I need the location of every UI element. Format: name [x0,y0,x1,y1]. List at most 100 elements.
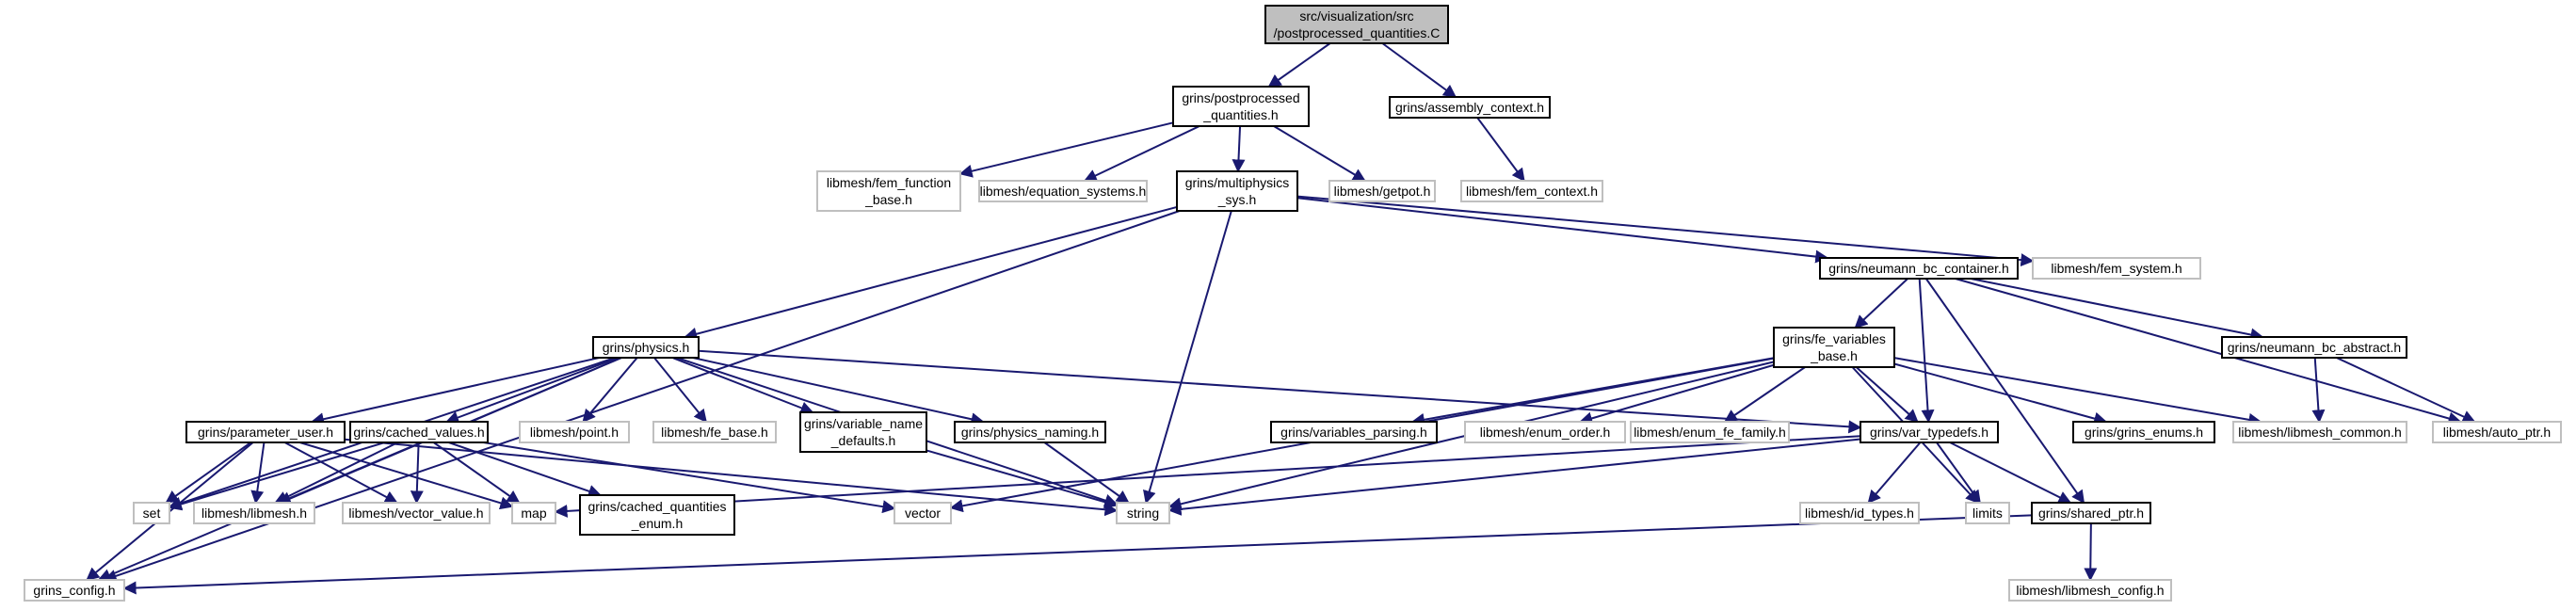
edge-cached_values-to-vector [483,441,896,514]
node-label: libmesh/fe_base.h [661,425,768,440]
node-label: grins/parameter_user.h [198,425,333,440]
node-label: libmesh/id_types.h [1805,506,1914,521]
node-string: string [1116,502,1170,524]
edge-physics-to-parameter_user [311,357,600,426]
edge-fe_variables-to-libmesh_common [1893,357,2262,426]
node-vector: vector [894,502,952,524]
node-physics_naming[interactable]: grins/physics_naming.h [954,421,1106,443]
node-assembly[interactable]: grins/assembly_context.h [1389,96,1551,119]
node-box [1116,502,1170,524]
node-physics[interactable]: grins/physics.h [592,336,700,359]
node-variables_parsing[interactable]: grins/variables_parsing.h [1270,421,1438,443]
node-parameter_user[interactable]: grins/parameter_user.h [185,421,346,443]
node-box [2221,336,2407,359]
node-root[interactable]: src/visualization/src/postprocessed_quan… [1264,5,1449,44]
node-box [349,421,489,443]
node-label: _defaults.h [830,433,896,448]
node-label: grins/fe_variables [1782,331,1886,346]
edge-fe_variables-to-enum_order [1579,363,1775,425]
edge-physics-to-fe_base [653,357,707,424]
node-box [519,421,630,443]
node-label: grins/postprocessed [1182,90,1299,105]
node-label: grins/physics.h [603,340,690,355]
node-equation_systems: libmesh/equation_systems.h [978,180,1148,202]
edge-cached_values-to-vector_value [410,441,424,505]
edge-var_typedefs-to-map [554,435,1861,518]
node-label: /postprocessed_quantities.C [1274,25,1441,40]
node-label: grins/neumann_bc_abstract.h [2228,340,2401,355]
edge-pp_h-to-multiphysics [1232,125,1246,173]
node-set: set [133,502,170,524]
node-grins_enums[interactable]: grins/grins_enums.h [2072,421,2215,443]
node-label: _base.h [1810,348,1858,363]
node-limits: limits [1965,502,2010,524]
node-label: grins/cached_values.h [353,425,484,440]
node-pp_h[interactable]: grins/postprocessed_quantities.h [1172,86,1310,127]
node-label: libmesh/auto_ptr.h [2443,425,2551,440]
node-neumann_container[interactable]: grins/neumann_bc_container.h [1819,257,2019,280]
node-label: libmesh/equation_systems.h [980,184,1147,199]
node-fe_variables[interactable]: grins/fe_variables _base.h [1773,327,1895,368]
node-box [2232,421,2407,443]
node-label: grins/physics_naming.h [961,425,1099,440]
node-box [193,502,315,524]
edge-fe_variables-to-grins_enums [1893,362,2108,425]
edge-assembly-to-fem_context [1476,117,1525,183]
node-label: grins_config.h [33,583,115,598]
edge-multiphysics-to-fem_system [1296,195,2035,267]
edge-variable_name-to-string [926,449,1119,509]
node-box [894,502,952,524]
node-id_types: libmesh/id_types.h [1799,502,1920,524]
edge-physics-to-grins_config [97,357,622,582]
node-label: vector [905,506,941,521]
node-box [1172,86,1310,127]
node-box [579,494,735,536]
node-shared_ptr[interactable]: grins/shared_ptr.h [2031,502,2151,524]
edge-physics-to-point [582,357,638,424]
nodes-layer: src/visualization/src/postprocessed_quan… [24,5,2562,602]
node-label: libmesh/vector_value.h [348,506,483,521]
edge-root-to-pp_h [1267,42,1331,88]
node-box [342,502,491,524]
node-var_typedefs[interactable]: grins/var_typedefs.h [1860,421,1999,443]
node-label: grins/multiphysics [1185,175,1289,190]
node-multiphysics[interactable]: grins/multiphysics_sys.h [1176,170,1298,212]
node-point: libmesh/point.h [519,421,630,443]
node-box [2031,502,2151,524]
node-box [133,502,170,524]
node-box [24,579,125,602]
edge-physics-to-physics_naming [692,357,985,426]
edge-parameter_user-to-map [299,441,514,510]
edge-fe_variables-to-var_typedefs [1855,366,1919,423]
node-cached_quantities[interactable]: grins/cached_quantities_enum.h [579,494,735,536]
node-cached_values[interactable]: grins/cached_values.h [349,421,489,443]
edge-physics-to-variable_name [671,357,814,414]
node-vector_value: libmesh/vector_value.h [342,502,491,524]
edge-parameter_user-to-set [165,441,252,504]
edge-cached_values-to-cached_quantities [448,441,602,498]
node-label: grins/neumann_bc_container.h [1828,261,2008,276]
edge-neumann_container-to-fe_variables [1854,278,1908,329]
node-label: libmesh/enum_fe_family.h [1634,425,1786,440]
node-fe_base: libmesh/fe_base.h [652,421,777,443]
node-label: _base.h [864,192,912,207]
edge-neumann_container-to-neumann_abstract [1970,278,2264,342]
edge-var_typedefs-to-shared_ptr [1949,441,2072,504]
edge-parameter_user-to-vector_value [283,441,398,504]
node-label: src/visualization/src [1299,8,1413,24]
edge-pp_h-to-equation_systems [1083,125,1200,182]
edge-parameter_user-to-libmesh_h [250,441,266,505]
edge-shared_ptr-to-libmesh_config [2084,522,2098,582]
node-label: grins/variable_name [804,416,923,431]
edge-neumann_container-to-shared_ptr [1924,278,2085,505]
node-label: grins/grins_enums.h [2085,425,2203,440]
node-label: libmesh/point.h [530,425,619,440]
node-label: libmesh/libmesh.h [201,506,307,521]
node-box [1460,180,1603,202]
edge-multiphysics-to-physics [684,205,1178,341]
node-variable_name[interactable]: grins/variable_name _defaults.h [799,411,927,453]
edge-cached_values-to-libmesh_h [274,441,399,504]
node-label: _enum.h [631,516,683,531]
node-neumann_abstract[interactable]: grins/neumann_bc_abstract.h [2221,336,2407,359]
